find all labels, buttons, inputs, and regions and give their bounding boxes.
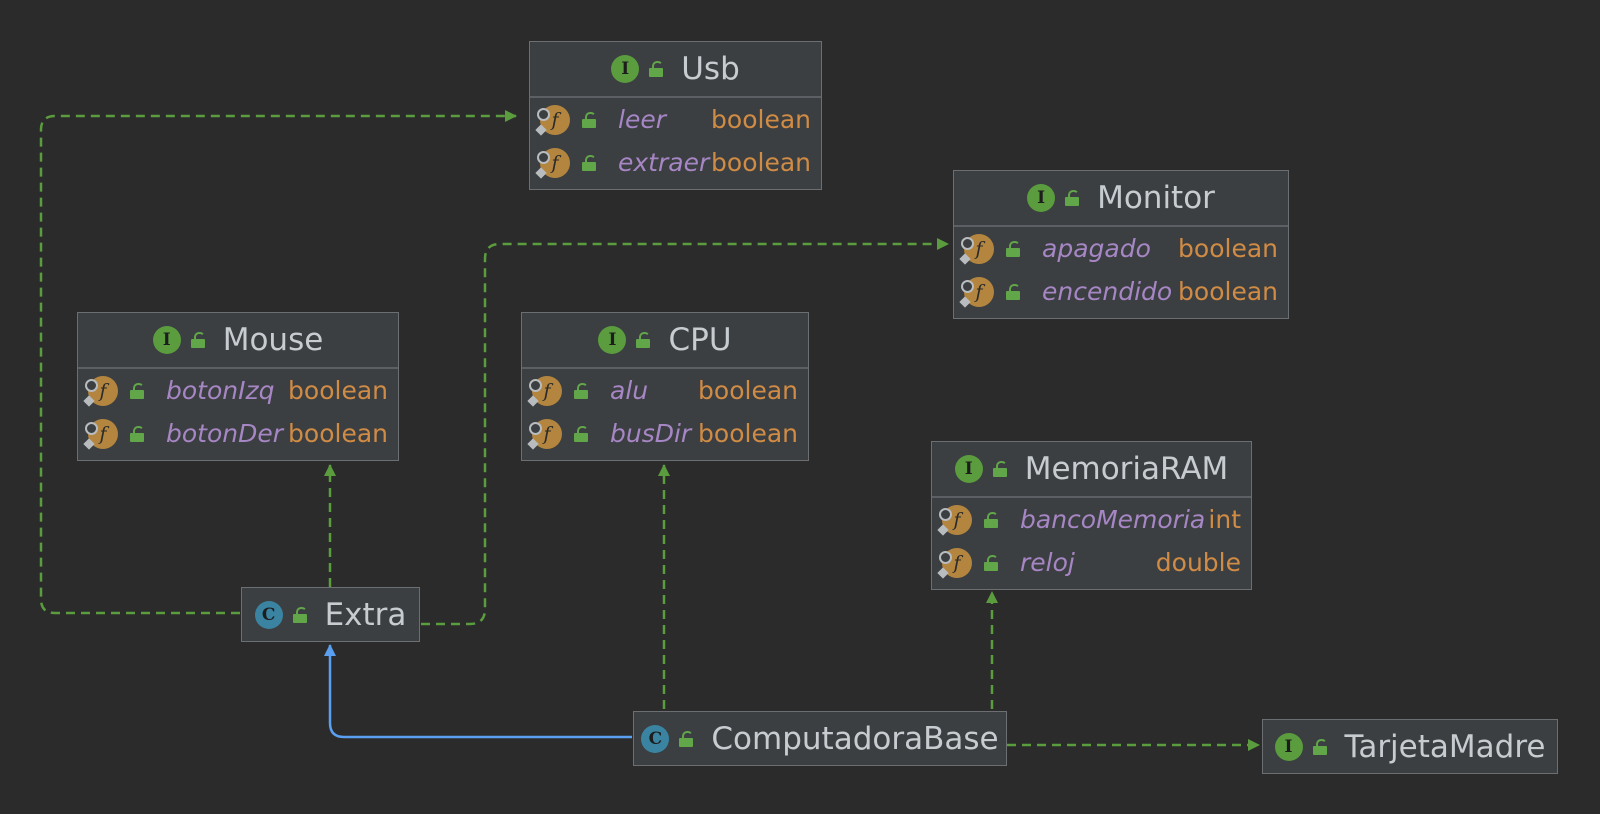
node-title: ComputadoraBase bbox=[711, 720, 999, 757]
interface-icon: I bbox=[152, 326, 181, 354]
node-header: I TarjetaMadre bbox=[1263, 720, 1557, 773]
field-row[interactable]: f bancoMemoria int bbox=[932, 498, 1251, 541]
field-name: botonIzq bbox=[166, 376, 275, 405]
node-title: Usb bbox=[681, 51, 740, 87]
public-lock-icon bbox=[130, 425, 144, 442]
interface-icon: I bbox=[1274, 732, 1303, 761]
public-lock-icon bbox=[636, 332, 651, 348]
field-row[interactable]: f extraer boolean bbox=[530, 141, 821, 184]
field-type: boolean bbox=[1178, 277, 1278, 306]
public-lock-icon bbox=[582, 111, 596, 128]
public-lock-icon bbox=[984, 554, 998, 571]
final-field-icon: f bbox=[83, 375, 118, 407]
field-type: boolean bbox=[711, 105, 811, 134]
node-mouse[interactable]: I Mouse f botonIzq boolean f botonDer bo… bbox=[77, 312, 399, 461]
node-title: Monitor bbox=[1097, 180, 1215, 216]
node-tarjetamadre[interactable]: I TarjetaMadre bbox=[1262, 719, 1558, 774]
node-memoriaram[interactable]: I MemoriaRAM f bancoMemoria int f reloj … bbox=[931, 441, 1252, 590]
interface-icon: I bbox=[598, 326, 627, 354]
node-monitor[interactable]: I Monitor f apagado boolean f encendido … bbox=[953, 170, 1289, 319]
final-field-icon: f bbox=[83, 418, 118, 450]
node-extra[interactable]: C Extra bbox=[241, 587, 420, 642]
field-row[interactable]: f reloj double bbox=[932, 541, 1251, 584]
node-computadorabase[interactable]: C ComputadoraBase bbox=[633, 711, 1007, 766]
node-cpu[interactable]: I CPU f alu boolean f busDir boolean bbox=[521, 312, 809, 461]
field-name: apagado bbox=[1042, 234, 1151, 263]
field-type: boolean bbox=[288, 419, 388, 448]
public-lock-icon bbox=[992, 461, 1007, 477]
field-name: extraer bbox=[618, 148, 710, 177]
public-lock-icon bbox=[574, 382, 588, 399]
final-field-icon: f bbox=[535, 147, 570, 179]
field-row[interactable]: f alu boolean bbox=[522, 369, 808, 412]
field-name: encendido bbox=[1042, 277, 1173, 306]
public-lock-icon bbox=[292, 606, 307, 623]
public-lock-icon bbox=[1065, 190, 1080, 206]
interface-icon: I bbox=[1027, 184, 1056, 212]
field-type: int bbox=[1208, 505, 1241, 534]
public-lock-icon bbox=[1006, 283, 1020, 300]
field-row[interactable]: f botonIzq boolean bbox=[78, 369, 398, 412]
node-header: I Monitor bbox=[954, 171, 1288, 227]
field-row[interactable]: f apagado boolean bbox=[954, 227, 1288, 270]
edge-extra-monitor bbox=[421, 238, 949, 626]
final-field-icon: f bbox=[959, 233, 994, 265]
node-title: Extra bbox=[324, 596, 407, 633]
node-header: I CPU bbox=[522, 313, 808, 369]
public-lock-icon bbox=[130, 382, 144, 399]
field-type: boolean bbox=[288, 376, 388, 405]
edge-extra-usb bbox=[39, 110, 517, 615]
public-lock-icon bbox=[1006, 240, 1020, 257]
public-lock-icon bbox=[649, 61, 664, 77]
interface-icon: I bbox=[954, 455, 983, 483]
node-title: Mouse bbox=[222, 322, 324, 358]
field-row[interactable]: f busDir boolean bbox=[522, 412, 808, 455]
final-field-icon: f bbox=[937, 547, 972, 579]
final-field-icon: f bbox=[535, 104, 570, 136]
final-field-icon: f bbox=[959, 276, 994, 308]
node-header: C Extra bbox=[242, 588, 419, 641]
public-lock-icon bbox=[1312, 738, 1327, 755]
field-type: boolean bbox=[698, 376, 798, 405]
public-lock-icon bbox=[582, 154, 596, 171]
public-lock-icon bbox=[679, 730, 694, 747]
public-lock-icon bbox=[190, 332, 205, 348]
class-icon: C bbox=[641, 724, 670, 753]
node-title: CPU bbox=[668, 322, 732, 358]
node-header: I Usb bbox=[530, 42, 821, 98]
edge-computadorabase-extra bbox=[324, 644, 632, 739]
final-field-icon: f bbox=[937, 504, 972, 536]
node-header: I Mouse bbox=[78, 313, 398, 369]
field-row[interactable]: f encendido boolean bbox=[954, 270, 1288, 313]
node-header: I MemoriaRAM bbox=[932, 442, 1251, 498]
field-name: leer bbox=[618, 105, 666, 134]
field-name: bancoMemoria bbox=[1020, 505, 1206, 534]
field-name: botonDer bbox=[166, 419, 284, 448]
public-lock-icon bbox=[984, 511, 998, 528]
node-usb[interactable]: I Usb f leer boolean f extraer boolean bbox=[529, 41, 822, 190]
field-type: boolean bbox=[711, 148, 811, 177]
field-type: double bbox=[1155, 548, 1241, 577]
field-name: reloj bbox=[1020, 548, 1075, 577]
field-type: boolean bbox=[698, 419, 798, 448]
field-name: alu bbox=[610, 376, 649, 405]
public-lock-icon bbox=[574, 425, 588, 442]
field-row[interactable]: f botonDer boolean bbox=[78, 412, 398, 455]
field-name: busDir bbox=[610, 419, 692, 448]
final-field-icon: f bbox=[527, 375, 562, 407]
interface-icon: I bbox=[611, 55, 640, 83]
field-row[interactable]: f leer boolean bbox=[530, 98, 821, 141]
field-type: boolean bbox=[1178, 234, 1278, 263]
node-header: C ComputadoraBase bbox=[634, 712, 1006, 765]
final-field-icon: f bbox=[527, 418, 562, 450]
class-icon: C bbox=[254, 600, 283, 629]
node-title: TarjetaMadre bbox=[1344, 728, 1546, 765]
node-title: MemoriaRAM bbox=[1024, 451, 1229, 487]
